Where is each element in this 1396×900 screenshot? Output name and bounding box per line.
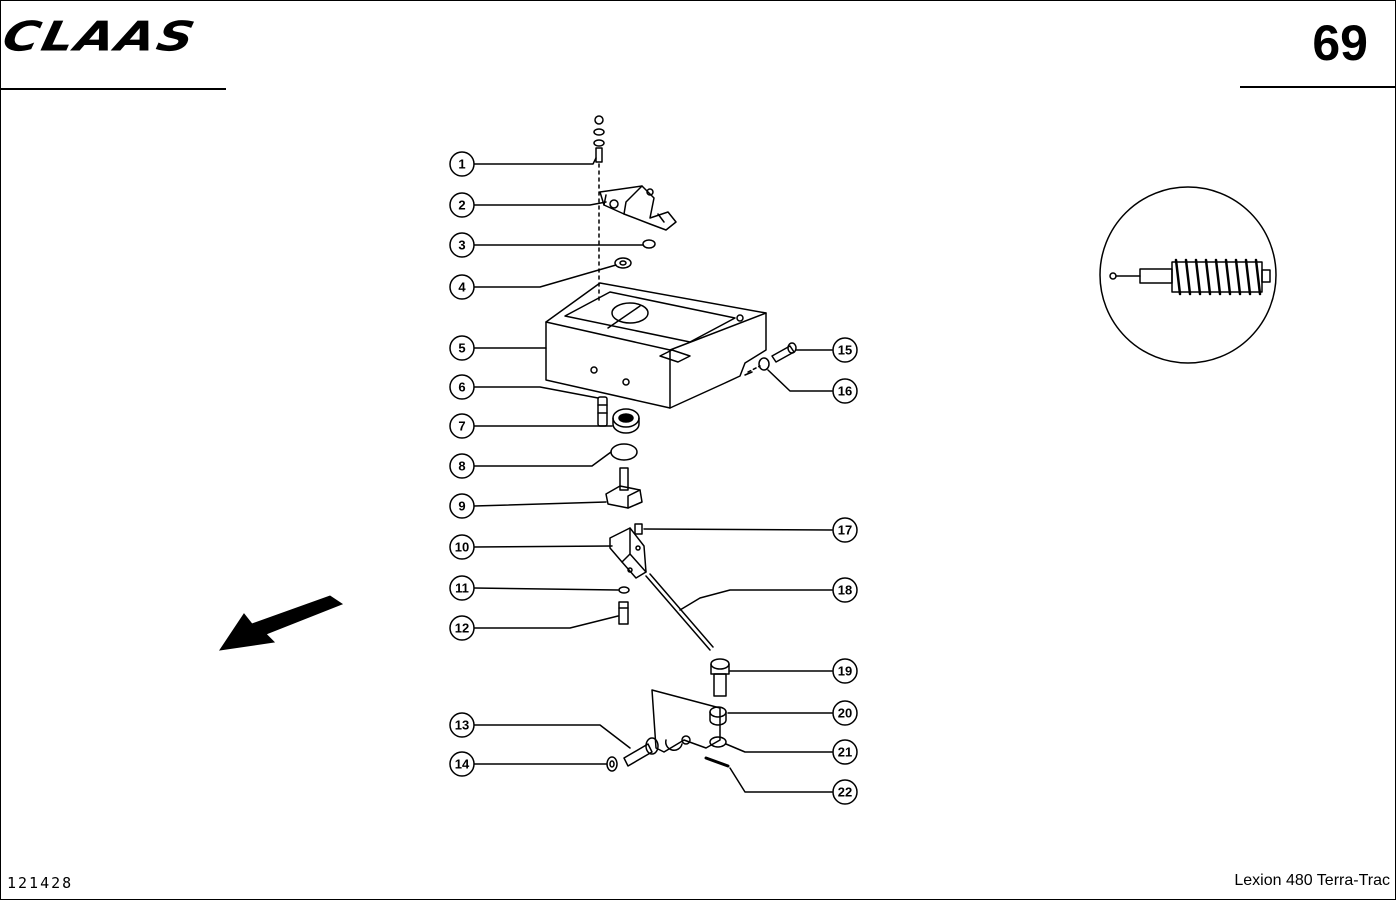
callout-12: 12 xyxy=(455,621,469,636)
callout-18: 18 xyxy=(838,583,852,598)
drawing-number: 121428 xyxy=(7,874,74,892)
callout-3: 3 xyxy=(458,238,465,253)
washer-hole-icon xyxy=(619,260,627,266)
callout-22: 22 xyxy=(838,785,852,800)
pin-icon xyxy=(597,396,608,427)
direction-arrow-icon xyxy=(218,595,344,651)
callout-circles xyxy=(449,151,858,805)
link-rod-icon xyxy=(645,575,711,651)
washer-icon xyxy=(709,736,727,748)
screw-icon xyxy=(618,601,629,625)
callout-19: 19 xyxy=(838,664,852,679)
callout-1: 1 xyxy=(458,157,465,172)
callout-4: 4 xyxy=(458,280,466,295)
leader-lines xyxy=(473,157,833,793)
plate-icon xyxy=(651,689,727,753)
housing-block-icon xyxy=(545,282,767,409)
circlip-icon xyxy=(610,443,638,461)
callout-14: 14 xyxy=(455,757,470,772)
bolt-icon xyxy=(710,658,730,697)
washer-icon xyxy=(642,239,656,249)
clip-icon xyxy=(704,756,730,768)
bearing-icon xyxy=(612,408,640,434)
washer-icon xyxy=(618,586,630,594)
worm-gear-detail-icon xyxy=(1099,186,1277,364)
callout-17: 17 xyxy=(838,523,852,538)
callout-20: 20 xyxy=(838,706,852,721)
callout-5: 5 xyxy=(458,341,465,356)
shaft-lever-icon xyxy=(605,467,643,509)
model-name: Lexion 480 Terra-Trac xyxy=(1234,872,1390,889)
callout-2: 2 xyxy=(458,198,465,213)
callout-11: 11 xyxy=(455,581,469,596)
page-number-rule xyxy=(1240,86,1396,88)
callout-9: 9 xyxy=(458,499,465,514)
bracket-icon xyxy=(609,527,647,579)
callout-16: 16 xyxy=(838,384,852,399)
logo-rule xyxy=(0,88,226,90)
callout-10: 10 xyxy=(455,540,469,555)
washer-icon xyxy=(758,357,770,371)
callout-15: 15 xyxy=(838,343,852,358)
top-nut-icon xyxy=(593,115,605,163)
sensor-icon xyxy=(599,185,677,231)
washer-icon xyxy=(614,257,632,269)
callout-8: 8 xyxy=(458,459,465,474)
bolt-icon xyxy=(623,737,659,767)
callout-21: 21 xyxy=(838,745,852,760)
washer-icon xyxy=(606,756,618,772)
callout-7: 7 xyxy=(458,419,465,434)
screw-icon xyxy=(771,342,797,363)
callout-13: 13 xyxy=(455,718,469,733)
page-number: 69 xyxy=(1312,15,1368,71)
callout-6: 6 xyxy=(458,380,465,395)
set-screw-icon xyxy=(634,523,643,535)
